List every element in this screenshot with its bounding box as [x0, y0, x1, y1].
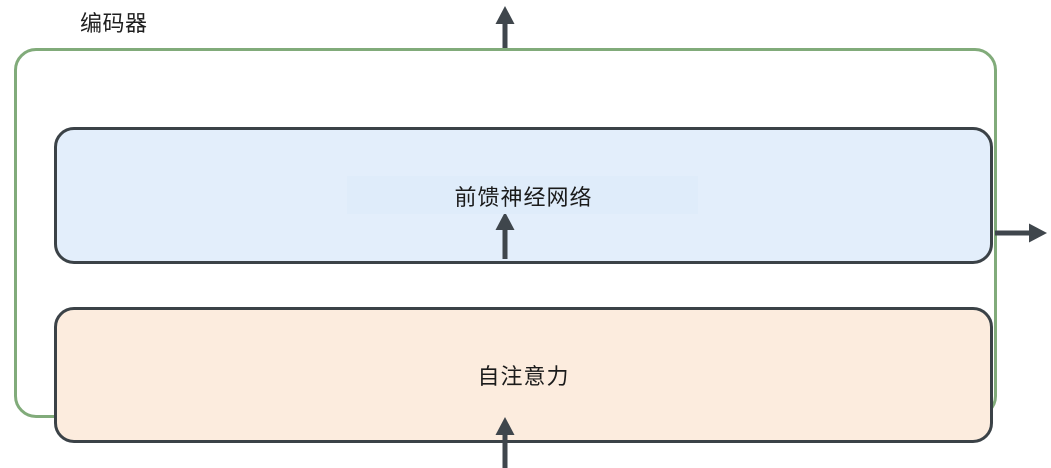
encoder-title-label: 编码器 [80, 12, 148, 37]
block-feed-forward-network[interactable]: 前馈神经网络 [54, 127, 993, 264]
output-arrow-up-icon [490, 4, 520, 54]
block-self-attention[interactable]: 自注意力 [54, 307, 993, 443]
encoder-container: 前馈神经网络 自注意力 [14, 48, 997, 443]
block-label-feed-forward-network: 前馈神经网络 [454, 185, 593, 211]
side-arrow-right-icon [993, 218, 1049, 248]
block-label-self-attention: 自注意力 [477, 365, 570, 390]
